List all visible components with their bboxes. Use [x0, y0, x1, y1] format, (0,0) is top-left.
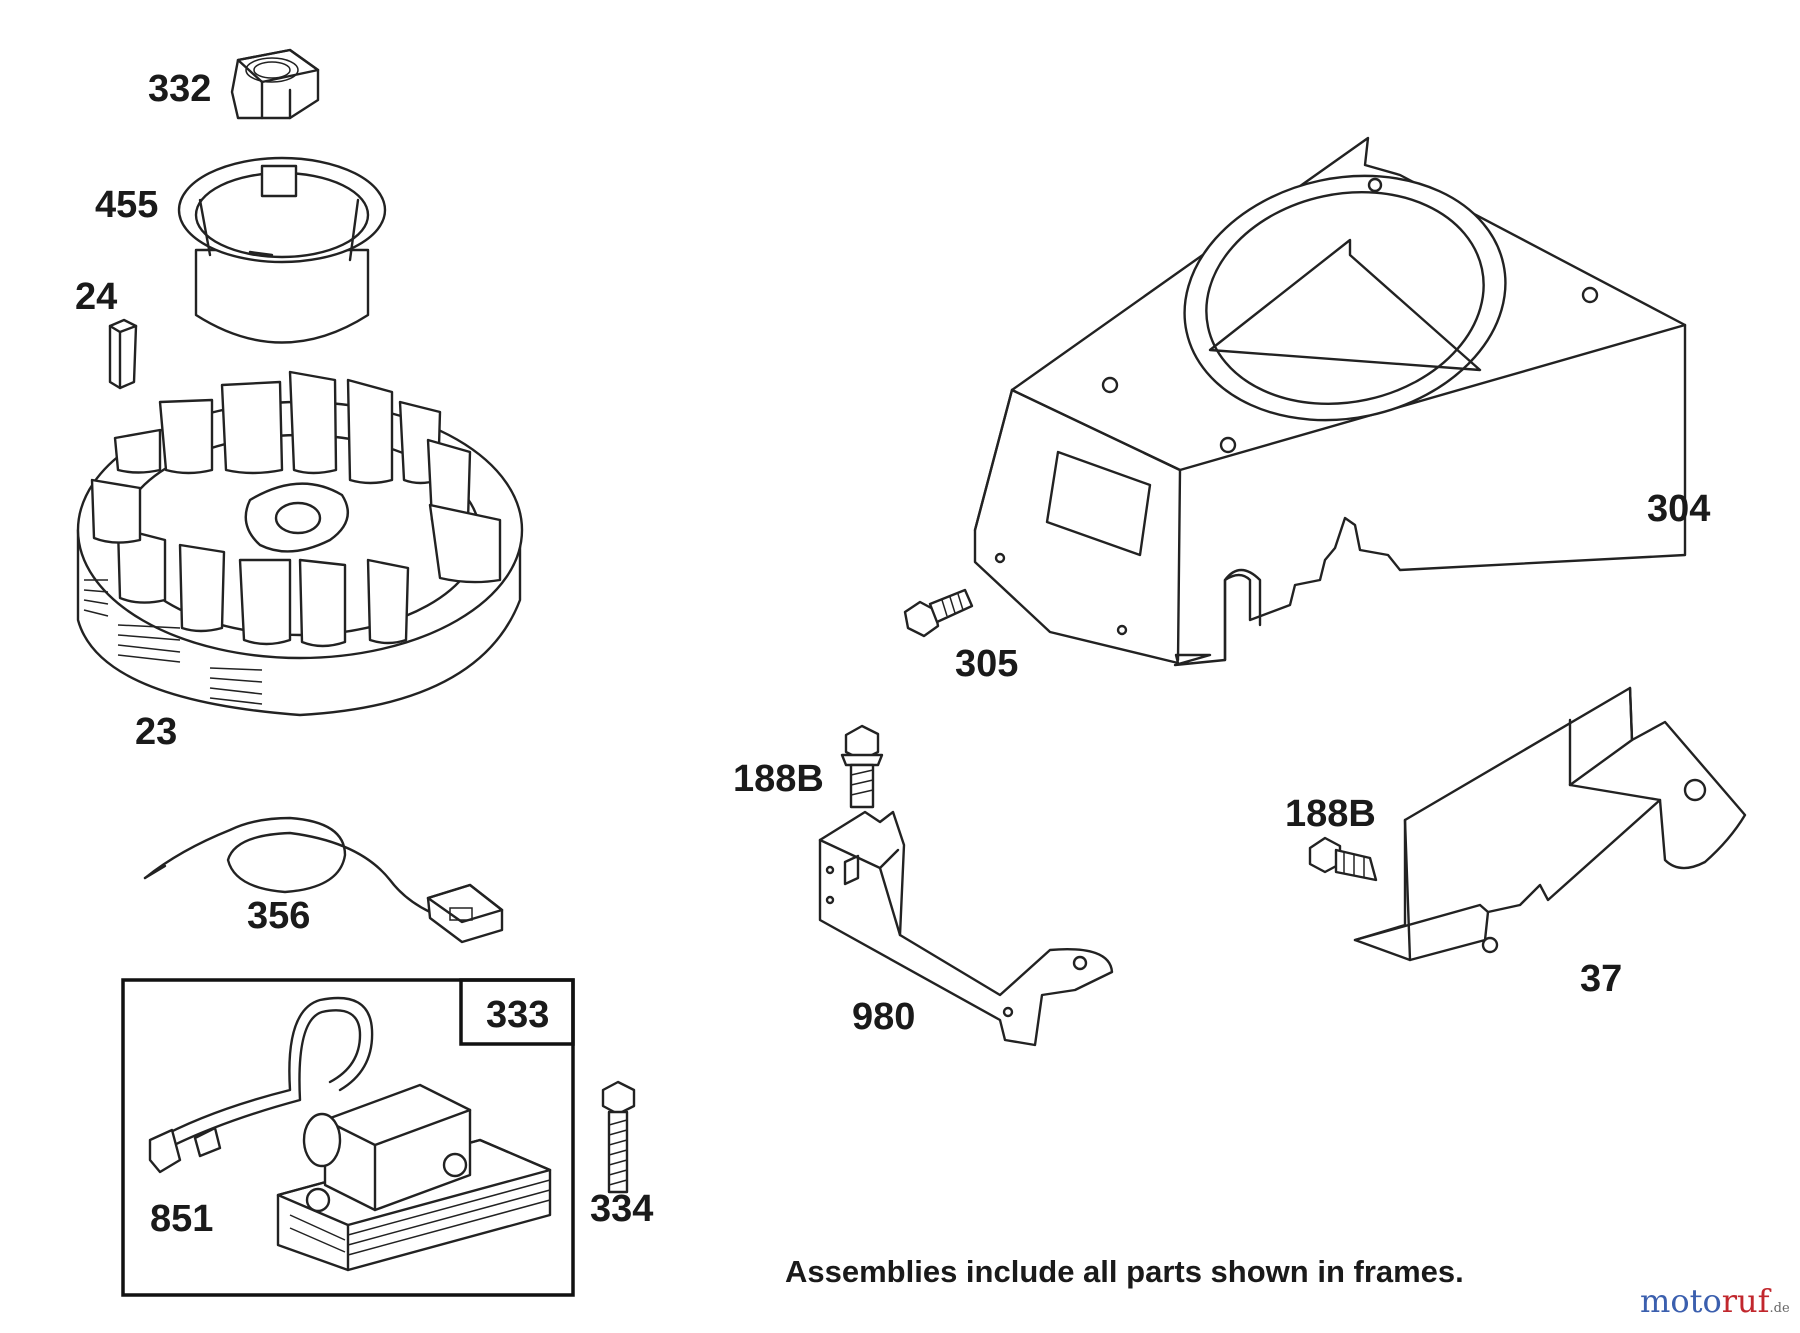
bolt-188b-horizontal: [1308, 836, 1378, 882]
flywheel-23: [76, 370, 524, 717]
ground-wire-356: [143, 816, 504, 944]
watermark-brand-b: ruf: [1721, 1282, 1770, 1320]
label-188b-left: 188B: [733, 758, 824, 800]
label-851: 851: [150, 1198, 214, 1240]
label-305: 305: [955, 643, 1019, 685]
label-333: 333: [486, 994, 550, 1036]
label-304: 304: [1647, 488, 1711, 530]
hex-nut-332: [230, 48, 320, 120]
starter-cup-455: [177, 156, 387, 344]
watermark-brand-a: moto: [1640, 1282, 1722, 1320]
label-188b-right: 188B: [1285, 793, 1376, 835]
label-334: 334: [590, 1188, 654, 1230]
label-455: 455: [95, 184, 159, 226]
screw-334: [601, 1080, 636, 1194]
watermark-logo: motoruf.de: [1640, 1282, 1790, 1320]
assemblies-note: Assemblies include all parts shown in fr…: [785, 1254, 1464, 1289]
bracket-980: [818, 810, 1114, 1047]
key-24: [108, 318, 138, 390]
screw-305: [903, 588, 974, 638]
label-332: 332: [148, 68, 212, 110]
ignition-coil-851: [148, 996, 552, 1272]
label-980: 980: [852, 996, 916, 1038]
label-24: 24: [75, 276, 118, 318]
blower-housing-304: [973, 136, 1687, 667]
label-37: 37: [1580, 958, 1623, 1000]
assembly-frame-333: [121, 978, 575, 1297]
bracket-37: [1353, 686, 1747, 962]
watermark-suffix: .de: [1769, 1301, 1790, 1316]
bolt-188b-vertical: [840, 724, 884, 809]
label-356: 356: [247, 895, 311, 937]
label-23: 23: [135, 711, 178, 753]
